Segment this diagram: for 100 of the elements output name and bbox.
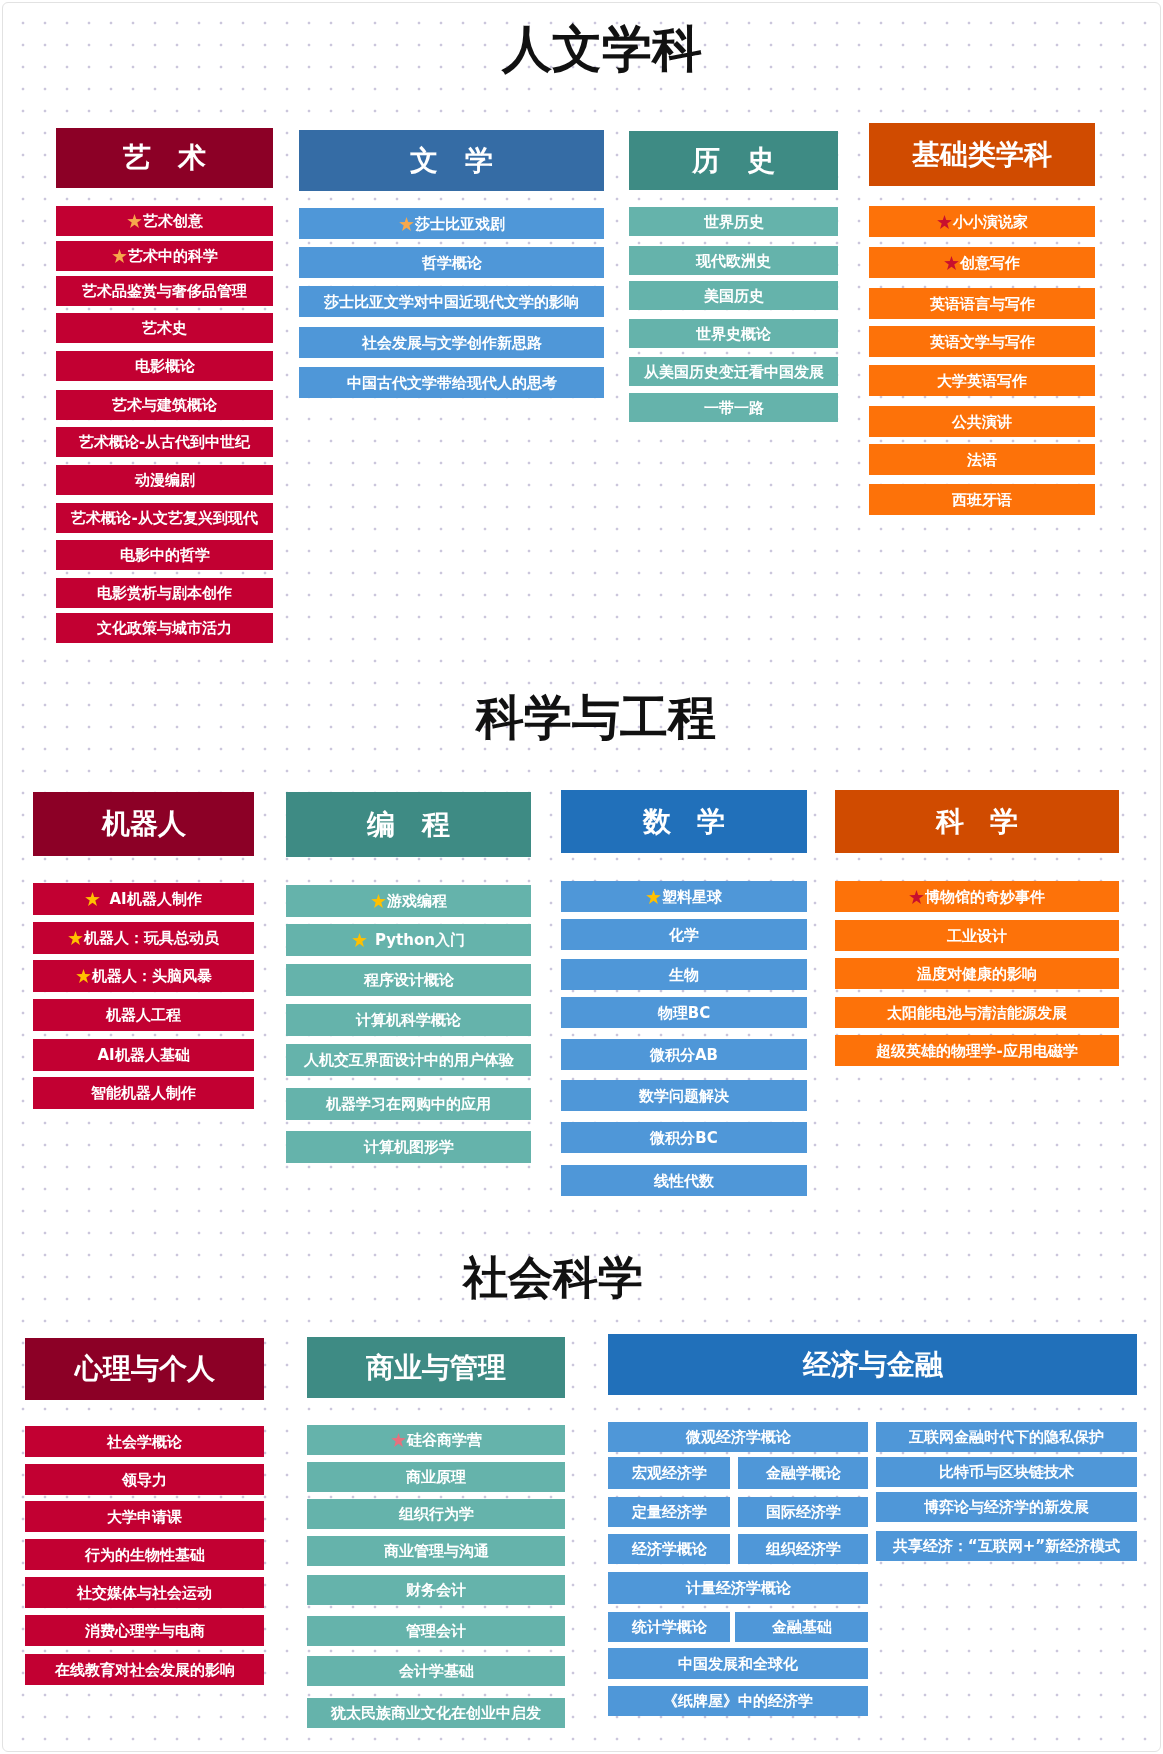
course-bar (56, 351, 273, 381)
section-title: 社会科学 (463, 1252, 643, 1304)
course-bar (33, 1077, 254, 1109)
category-header (608, 1334, 1137, 1395)
course-name: 世界史概论 (696, 324, 771, 343)
course-bar (869, 365, 1095, 396)
course-name: 微观经济学概论 (685, 1428, 791, 1446)
course-name: 电影中的哲学 (119, 546, 210, 564)
course-bar (25, 1654, 264, 1685)
course-bar (629, 357, 838, 386)
course-bar (876, 1422, 1137, 1452)
category-header (835, 790, 1119, 853)
course-bar (876, 1457, 1137, 1487)
course-name: 英语语言与写作 (929, 294, 1035, 313)
course-name: 物理BC (657, 1003, 711, 1022)
category-title: 文 学 (410, 144, 493, 177)
course-name: Python入门 (375, 931, 465, 949)
course-name: 博弈论与经济学的新发展 (924, 1498, 1089, 1516)
course-bar (608, 1686, 868, 1716)
course-bar (286, 924, 531, 956)
course-name: 金融学概论 (765, 1464, 841, 1482)
category-header (561, 790, 807, 853)
course-bar (629, 319, 838, 348)
course-name: 动漫编剧 (134, 471, 195, 489)
course-name: 艺术史 (142, 319, 187, 337)
course-name: 社会发展与文学创作新思路 (361, 333, 542, 352)
category-title: 科 学 (935, 805, 1019, 838)
course-bar (608, 1497, 730, 1527)
course-bar (608, 1612, 730, 1642)
section-title: 科学与工程 (476, 690, 716, 746)
course-bar (56, 540, 273, 570)
course-bar (869, 206, 1095, 237)
course-bar (286, 885, 531, 917)
course-name: 艺术与建筑概论 (112, 396, 217, 414)
category-header (56, 128, 273, 188)
course-name: 中国古代文学带给现代人的思考 (346, 373, 557, 392)
course-bar (299, 367, 604, 398)
category-header (25, 1338, 264, 1400)
course-name: 莎士比亚戏剧 (414, 214, 505, 233)
course-name: 机器人工程 (106, 1006, 181, 1024)
course-name: 法语 (967, 450, 997, 469)
course-name: 程序设计概论 (363, 971, 454, 989)
course-name: 共享经济：“互联网+”新经济模式 (892, 1537, 1121, 1555)
course-bar (738, 1457, 868, 1489)
category-title: 数 学 (642, 805, 726, 838)
course-bar (25, 1539, 264, 1570)
course-name: 商业原理 (406, 1468, 466, 1486)
course-bar (33, 922, 254, 954)
course-name: 硅谷商学营 (406, 1431, 482, 1449)
course-bar (286, 964, 531, 996)
category-header (299, 130, 604, 191)
section-title: 人文学科 (502, 21, 702, 79)
course-bar (299, 327, 604, 358)
course-bar (25, 1577, 264, 1608)
category-title: 艺 术 (123, 142, 206, 174)
course-bar (56, 390, 273, 420)
course-bar (629, 281, 838, 310)
course-bar (869, 247, 1095, 278)
course-bar (608, 1572, 868, 1604)
category-header (33, 792, 254, 856)
course-name: 艺术品鉴赏与奢侈品管理 (82, 282, 247, 300)
course-bar (738, 1534, 868, 1564)
course-name: 西班牙语 (952, 490, 1012, 509)
course-bar (307, 1499, 565, 1529)
course-name: 文化政策与城市活力 (97, 619, 232, 637)
course-bar (299, 247, 604, 278)
course-name: 计算机图形学 (363, 1138, 454, 1156)
course-bar (299, 208, 604, 239)
course-bar (835, 997, 1119, 1028)
course-name: 线性代数 (654, 1171, 714, 1190)
course-bar (25, 1426, 264, 1457)
course-bar (561, 919, 807, 950)
course-name: 机器学习在网购中的应用 (326, 1095, 491, 1113)
course-bar (738, 1497, 868, 1527)
course-bar (307, 1616, 565, 1646)
course-name: 艺术概论-从文艺复兴到现代 (71, 509, 258, 527)
course-name: 行为的生物性基础 (84, 1545, 205, 1564)
course-name: 比特币与区块链技术 (939, 1463, 1074, 1481)
course-bar (307, 1575, 565, 1605)
course-name: 太阳能电池与清洁能源发展 (887, 1003, 1067, 1022)
course-bar (869, 444, 1095, 475)
course-name: 社交媒体与社会运动 (77, 1583, 212, 1602)
course-bar (307, 1698, 565, 1728)
course-bar (835, 1035, 1119, 1066)
course-name: 领导力 (122, 1470, 167, 1489)
course-name: 艺术创意 (142, 212, 203, 230)
course-bar (56, 427, 273, 457)
course-bar (835, 958, 1119, 989)
course-name: 定量经济学 (631, 1503, 707, 1521)
course-name: 微积分AB (649, 1045, 718, 1064)
course-bar (629, 393, 838, 422)
course-name: 生物 (669, 965, 699, 984)
course-bar (33, 960, 254, 992)
category-header (307, 1337, 565, 1398)
course-name: 艺术概论-从古代到中世纪 (78, 433, 251, 451)
course-name: 游戏编程 (386, 892, 447, 910)
course-bar (835, 920, 1119, 951)
course-name: 计量经济学概论 (685, 1579, 791, 1597)
course-bar (869, 484, 1095, 515)
course-bar (33, 883, 254, 915)
